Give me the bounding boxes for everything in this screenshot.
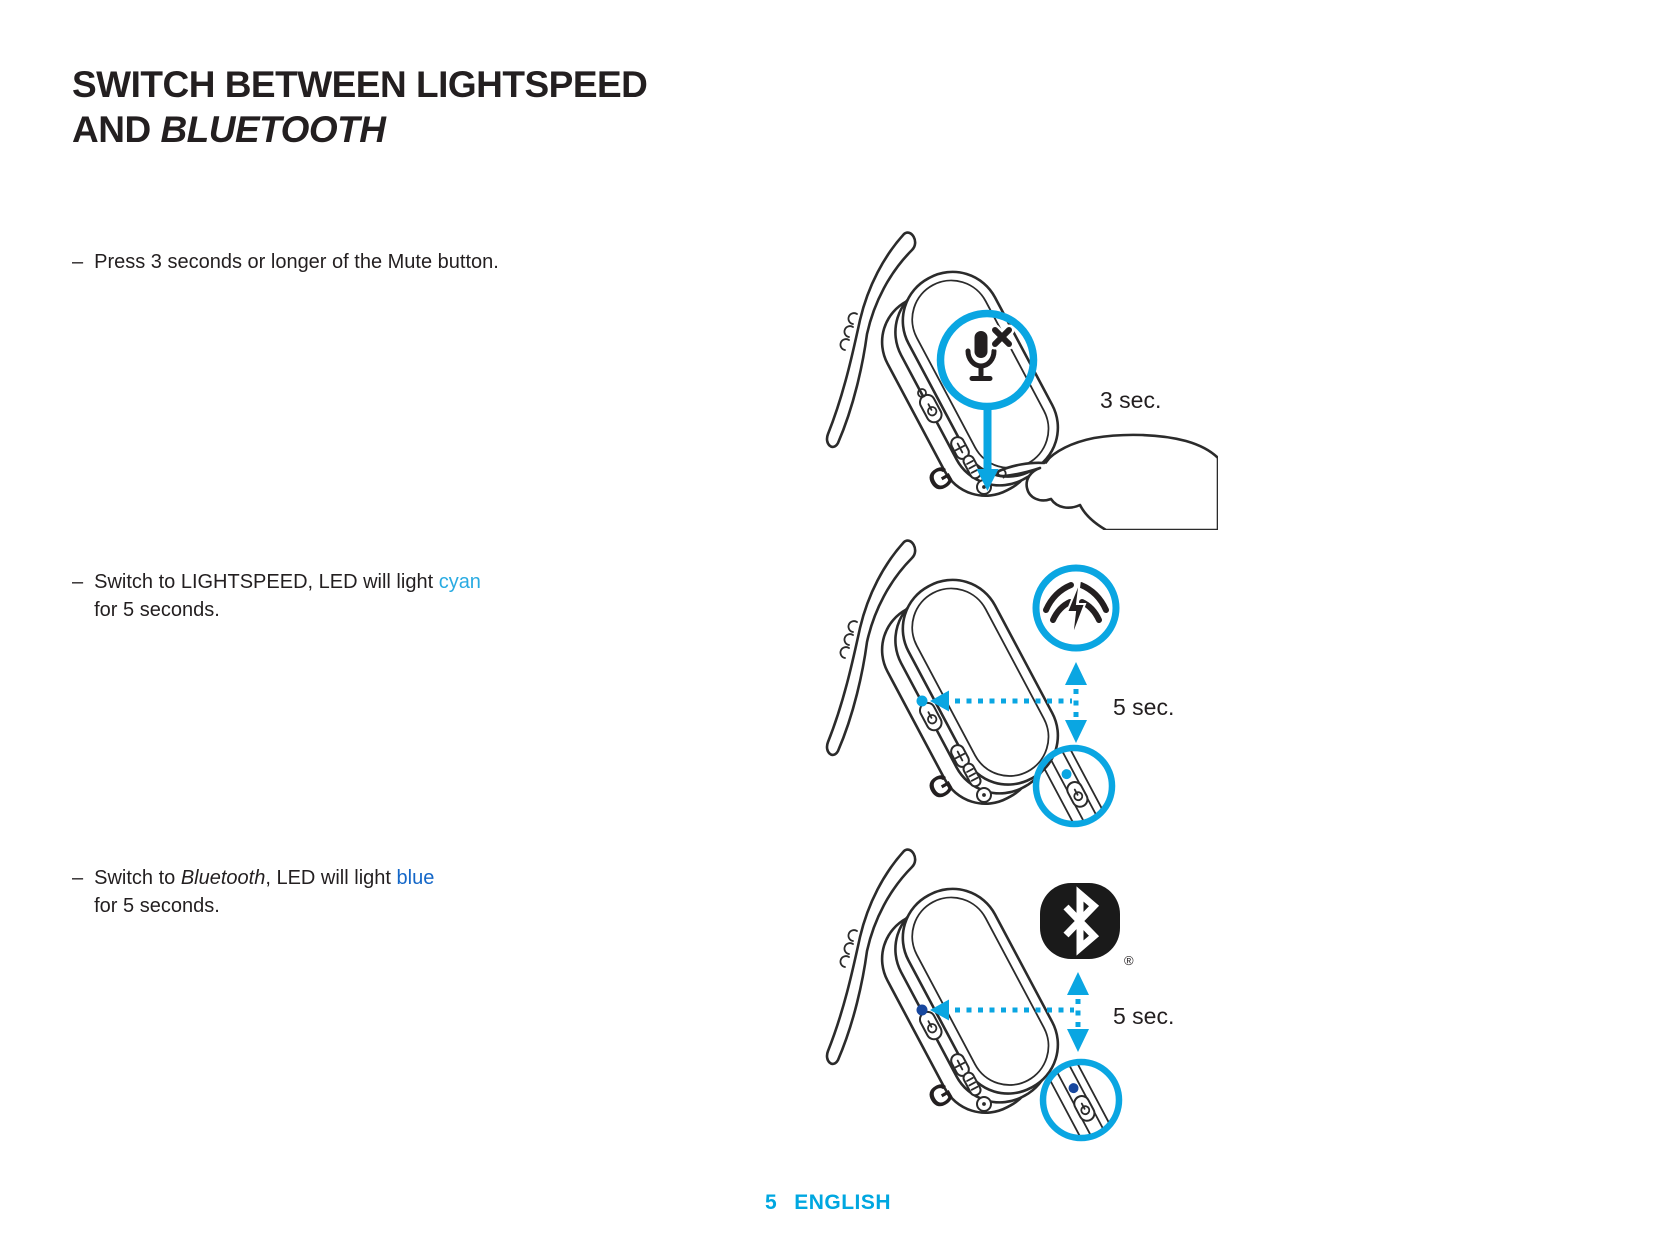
step-2-line2: for 5 seconds. [94,599,220,621]
status-led-cyan [916,695,928,707]
footer-page-number: 5 [765,1191,778,1214]
footer-language: ENGLISH [794,1191,892,1214]
illustration-press-mute-button: G [825,231,1218,530]
duration-label-5sec-bluetooth: 5 sec. [1113,1003,1175,1029]
led-zoom-detail [1039,1058,1123,1142]
bluetooth-logo: ® [1040,883,1134,968]
step-3-line1-mid: , LED will light [265,867,397,889]
step-3-text: – Switch to Bluetooth, LED will light bl… [72,864,592,920]
status-led-off [917,388,927,398]
illustration-switch-bluetooth: ® [825,848,1134,1142]
status-led-blue [916,1004,928,1016]
registered-mark: ® [1124,953,1134,968]
step-3-highlight-blue: blue [396,867,435,889]
title-line-2-prefix: AND [72,109,161,151]
step-2-text: – Switch to LIGHTSPEED, LED will light c… [72,568,592,624]
press-arrow-down [976,408,999,491]
callout-circle [936,309,1038,411]
page-footer: 5 ENGLISH [765,1191,891,1215]
duration-label-3sec: 3 sec. [1100,387,1162,413]
zoom-led-cyan [1061,769,1072,780]
led-zoom-detail [1032,744,1116,828]
led-pointer-dotted-arrow [930,972,1089,1052]
bullet-dash: – [72,867,84,889]
step-3-line1: Switch to [94,867,181,889]
step-2-highlight-cyan: cyan [438,571,481,593]
step-3-bluetooth-word: Bluetooth [180,867,266,889]
title-line-2-bluetooth: BLUETOOTH [160,109,386,151]
mute-callout [936,309,1038,491]
illustration-switch-lightspeed [825,539,1120,828]
lightspeed-wireless-icon [1032,564,1120,652]
bullet-dash: – [72,251,84,273]
step-2-line1: Switch to LIGHTSPEED, LED will light [94,571,439,593]
zoom-led-blue [1068,1083,1079,1094]
step-1-line: Press 3 seconds or longer of the Mute bu… [94,251,499,273]
bullet-dash: – [72,571,84,593]
mute-microphone-icon [965,324,1015,381]
led-pointer-dotted-arrow [930,662,1087,743]
title-line-1: SWITCH BETWEEN LIGHTSPEED [72,64,648,105]
duration-label-5sec-lightspeed: 5 sec. [1113,694,1175,720]
step-3-line2: for 5 seconds. [94,895,220,917]
mute-x-mark [989,324,1015,350]
page-title: SWITCH BETWEEN LIGHTSPEED AND BLUETOOTH [72,62,648,152]
pointing-hand-icon [996,433,1218,530]
step-1-text: – Press 3 seconds or longer of the Mute … [72,248,592,276]
